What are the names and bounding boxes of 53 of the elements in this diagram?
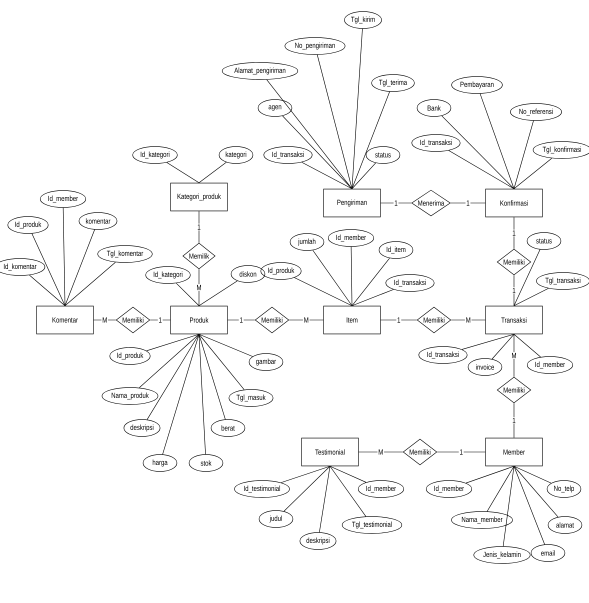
connector-line — [352, 258, 390, 306]
connector-line — [29, 274, 66, 306]
connector-line — [514, 120, 534, 190]
connector-line — [32, 233, 66, 306]
connector-line — [301, 162, 352, 190]
connector-line — [280, 466, 330, 483]
connector-line — [466, 466, 514, 484]
connector-line — [492, 334, 514, 360]
connector-line — [198, 280, 238, 306]
connector-line — [64, 262, 116, 306]
connector-line — [62, 207, 66, 306]
connector-line — [514, 334, 541, 358]
connector-line — [319, 466, 330, 533]
connector-line — [514, 466, 545, 545]
connector-line — [352, 91, 390, 190]
connector-line — [266, 79, 352, 190]
connector-line — [486, 466, 514, 512]
connector-line — [350, 246, 352, 306]
connector-line — [162, 334, 200, 455]
connector-line — [450, 202, 486, 204]
connector-line — [146, 334, 200, 420]
connector-line — [448, 150, 514, 190]
connector-line — [198, 268, 200, 306]
connector-line — [514, 466, 558, 518]
connector-line — [330, 466, 366, 483]
connector-line — [198, 334, 206, 455]
connector-line — [64, 229, 95, 306]
connector-line — [316, 54, 352, 190]
connector-line — [330, 466, 366, 517]
connector-line — [380, 202, 412, 204]
connector-line — [282, 116, 352, 190]
connector-line — [514, 249, 540, 306]
connector-line — [198, 162, 227, 184]
connector-line — [294, 277, 352, 306]
connector-line — [514, 288, 549, 306]
connector-line — [462, 334, 514, 350]
connector-line — [502, 466, 514, 547]
connector-line — [514, 158, 552, 190]
connector-line — [138, 334, 200, 388]
connector-line — [198, 334, 226, 420]
connector-line — [514, 466, 552, 484]
connector-line — [352, 289, 394, 306]
connector-line — [146, 334, 200, 352]
connector-line — [352, 28, 363, 190]
connector-line — [312, 250, 352, 306]
connector-line — [480, 93, 514, 190]
connector-line — [176, 282, 200, 306]
connector-line — [441, 116, 514, 190]
connector-line — [198, 334, 244, 390]
connector-line — [198, 334, 253, 357]
connector-line — [352, 162, 376, 190]
connector-line — [284, 466, 330, 512]
connector-line — [166, 162, 200, 184]
